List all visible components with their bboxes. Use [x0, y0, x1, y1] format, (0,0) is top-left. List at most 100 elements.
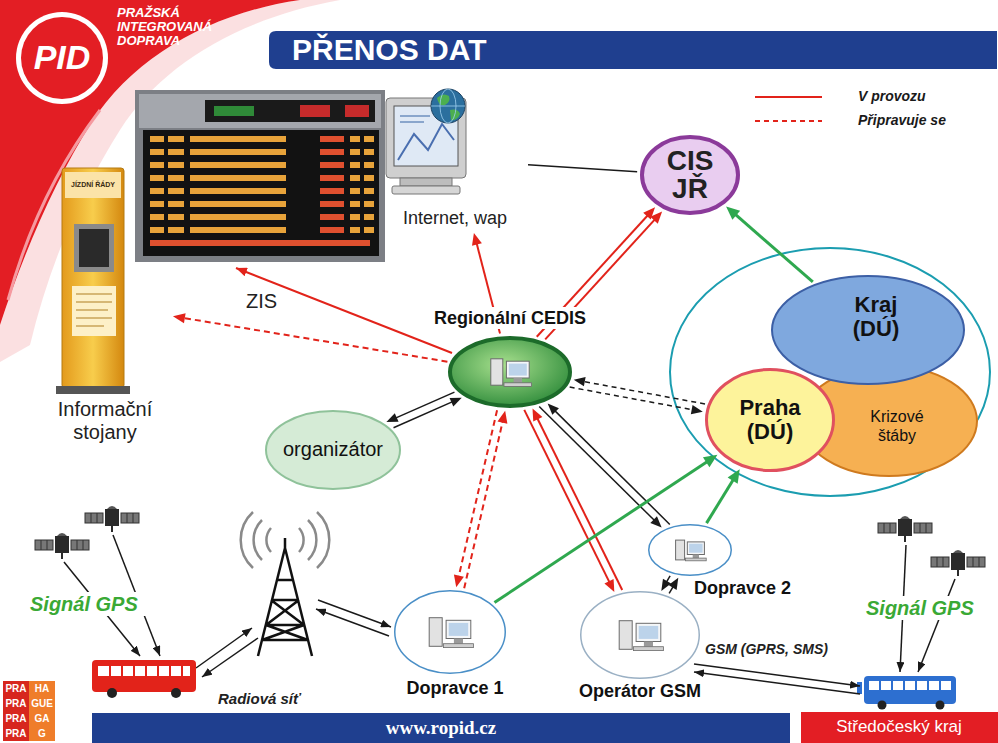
departure-board-photo-part [300, 105, 330, 117]
kiosk-caption: JÍZDNÍ ŘÁDY [64, 181, 122, 189]
departure-board-photo-part [150, 149, 374, 155]
computer-monitor-part [392, 186, 460, 194]
info-kiosk-photo-part [72, 286, 116, 336]
blue-bus-part [936, 701, 945, 710]
arrowhead [548, 404, 559, 415]
radio-tower-part [258, 538, 312, 656]
computer-icon [509, 364, 527, 376]
departure-board-photo-part [150, 175, 374, 181]
city-logo-cell: G [29, 726, 55, 741]
gsm-arrows-part [694, 672, 860, 694]
connector [548, 404, 670, 525]
connector [464, 411, 507, 588]
carrier-ellipse: Dopravce 1 [390, 588, 520, 702]
kiosk-node: Informační stojany [40, 160, 170, 450]
arrowhead [650, 516, 661, 527]
node-outline [642, 137, 738, 213]
departure-board-photo-part [135, 90, 385, 262]
blue-bus-part [864, 676, 956, 704]
node-text: organizátor [265, 437, 401, 461]
logo-mark-box: PID [22, 37, 102, 77]
header-swoosh-part [16, 12, 108, 104]
legend-text-box: V provozu [858, 88, 993, 105]
gps-arrows-part [918, 579, 955, 672]
node-text: Dopravce 2 [690, 578, 795, 599]
city-logo-cell-box: GA [29, 711, 55, 726]
footer-url: www.ropid.cz [92, 716, 790, 740]
connector [528, 165, 637, 172]
computer-icon [506, 361, 529, 378]
city-logo-cell: PRA [3, 696, 29, 711]
header-swoosh-part [21, 17, 103, 99]
departure-board-photo-part [150, 201, 374, 207]
computer-monitor-part [398, 124, 454, 160]
city-logo-cell-box: GUE [29, 696, 55, 711]
link-label-box: GSM (GPRS, SMS) [705, 641, 855, 657]
city-logo-cell-box: PRA [3, 681, 29, 696]
gps-label-box: Signál GPS [866, 596, 990, 620]
info-kiosk-photo-part [74, 224, 114, 272]
legend-text: Připravuje se [858, 112, 993, 129]
city-logo-cell: PRA [3, 711, 29, 726]
departure-board-photo-part [150, 214, 374, 220]
gsm-arrows [694, 664, 860, 694]
connector-line [707, 479, 734, 523]
gps-satellites [35, 506, 985, 576]
connector-line [539, 406, 655, 521]
arrowhead [450, 398, 462, 407]
connector [394, 398, 462, 428]
arrowhead [574, 377, 586, 386]
city-logo-cell: PRA [3, 726, 29, 741]
connector-line [583, 381, 705, 404]
city-logo-cell-box: HA [29, 681, 55, 696]
zis-arrow [236, 268, 452, 353]
gps-label: Signál GPS [866, 596, 990, 620]
hub-ellipse: Regionální CEDIS [448, 336, 572, 408]
connector-line [528, 165, 637, 172]
computer-icon [686, 558, 707, 561]
computer-icon [449, 623, 469, 636]
city-logo-part [29, 696, 55, 711]
radio-tower-part [241, 512, 330, 568]
node-text: Kraj (DÚ) [841, 293, 911, 341]
node-text: Krizové štáby [852, 407, 942, 445]
departure-board-photo-part [205, 100, 375, 122]
radio-tower [241, 512, 330, 656]
footer-bands-part [799, 712, 801, 743]
node-outline [266, 411, 400, 489]
footer-bands-part [800, 712, 998, 743]
node-text: CIS JŘ [655, 147, 725, 203]
computer-monitor [386, 89, 466, 194]
departure-board-photo-part [214, 106, 254, 116]
legend-text: V provozu [858, 88, 993, 105]
connector-line [394, 401, 454, 427]
city-logo-cell-box: PRA [3, 711, 29, 726]
connector [661, 576, 671, 591]
monitor-node: Internet, wap [385, 90, 525, 230]
connector-line [458, 410, 497, 577]
arrowhead [533, 409, 543, 422]
city-logo-part [29, 681, 55, 696]
logo-text-box: PRAŽSKÁ INTEGROVANÁ DOPRAVA [117, 6, 229, 48]
info-kiosk-photo-part [79, 229, 109, 267]
computer-icon [634, 647, 664, 651]
city-logo-cell-box: G [29, 726, 55, 741]
diagram-title: PŘENOS DAT [292, 31, 792, 69]
info-kiosk-photo-part [62, 168, 124, 388]
node-text: Dopravce 1 [390, 678, 520, 699]
blue-bus-part [857, 682, 862, 694]
gps-arrows [64, 535, 955, 672]
arrowhead [386, 413, 398, 422]
region-band-text: Středočeský kraj [800, 715, 998, 739]
node-outline [649, 525, 732, 576]
arrowhead [661, 579, 671, 591]
city-logo-part [3, 711, 29, 726]
authority-group-outline-part [670, 248, 990, 496]
node-shape [448, 336, 572, 408]
operator-ellipse: Operátor GSM [570, 588, 710, 704]
city-logo-cell: HA [29, 681, 55, 696]
arrowhead [650, 211, 662, 223]
computer-monitor-part [400, 116, 430, 122]
departure-board-photo-part [150, 188, 374, 194]
city-logo-part [29, 711, 55, 726]
